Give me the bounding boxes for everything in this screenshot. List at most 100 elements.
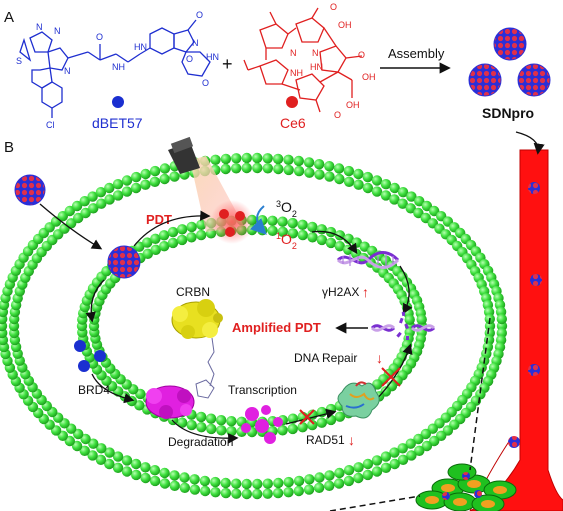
brd4-label: BRD4 bbox=[78, 383, 110, 397]
sdnpro-to-vessel-arrow bbox=[515, 131, 545, 155]
membrane-bead bbox=[283, 164, 294, 176]
membrane-bead bbox=[267, 225, 278, 236]
ce6-label: Ce6 bbox=[280, 115, 306, 131]
membrane-bead bbox=[130, 458, 142, 470]
membrane-bead bbox=[362, 458, 374, 470]
membrane-bead bbox=[177, 417, 188, 428]
to-damage-arrow bbox=[399, 265, 413, 315]
membrane-bead bbox=[414, 445, 425, 456]
membrane-bead bbox=[169, 470, 180, 481]
dbet57-atom-labels: N N S N O NH HN O N O O Cl HN bbox=[16, 10, 219, 130]
membrane-bead bbox=[231, 163, 242, 174]
membrane-bead bbox=[142, 237, 153, 248]
membrane-bead bbox=[149, 475, 161, 487]
ce6-particle-icon bbox=[235, 211, 245, 221]
membrane-bead bbox=[140, 462, 151, 473]
membrane-bead bbox=[104, 182, 115, 194]
membrane-bead bbox=[189, 474, 200, 485]
membrane-bead bbox=[112, 462, 124, 473]
svg-text:O: O bbox=[358, 50, 365, 60]
membrane-bead bbox=[362, 171, 373, 183]
nanoparticle-icon bbox=[517, 63, 551, 97]
membrane-bead bbox=[140, 472, 151, 484]
membrane-bead bbox=[297, 422, 308, 433]
membrane-bead bbox=[413, 207, 424, 219]
membrane-bead bbox=[353, 472, 364, 484]
singlet-oxygen-label: 1O2 bbox=[276, 231, 297, 251]
svg-text:O: O bbox=[330, 2, 337, 12]
membrane-bead bbox=[293, 155, 304, 167]
nanoparticle-icon bbox=[528, 182, 540, 194]
release-arrow bbox=[85, 279, 105, 323]
membrane-bead bbox=[104, 447, 115, 458]
membrane-bead bbox=[273, 163, 284, 175]
membrane-bead bbox=[186, 221, 197, 233]
membrane-bead bbox=[104, 194, 115, 205]
membrane-bead bbox=[196, 229, 207, 241]
dna-repair-label: DNA Repair bbox=[294, 351, 357, 365]
membrane-bead bbox=[179, 482, 190, 493]
membrane-bead bbox=[80, 207, 91, 219]
membrane-bead bbox=[287, 217, 298, 229]
svg-text:NH: NH bbox=[112, 62, 125, 72]
membrane-bead bbox=[314, 159, 325, 170]
membrane-bead bbox=[158, 230, 170, 241]
membrane-bead bbox=[88, 203, 99, 214]
membrane-bead bbox=[140, 179, 151, 190]
membrane-bead bbox=[121, 186, 133, 197]
gamma-h2ax-label: γH2AX bbox=[322, 285, 359, 299]
oxygen-conversion-arrow bbox=[249, 205, 267, 235]
membrane-bead bbox=[397, 198, 408, 209]
membrane-bead bbox=[112, 190, 124, 201]
gamma-h2ax-up-icon: ↑ bbox=[362, 284, 369, 300]
membrane-bead bbox=[389, 194, 400, 205]
membrane-bead bbox=[112, 179, 124, 190]
brd4-protein-icon bbox=[145, 385, 195, 419]
nanoparticle-icon bbox=[528, 364, 540, 376]
nanoparticle-icon bbox=[508, 436, 520, 448]
membrane-bead bbox=[389, 458, 400, 470]
membrane-bead bbox=[496, 313, 507, 325]
membrane-bead bbox=[420, 428, 431, 440]
svg-text:OH: OH bbox=[338, 20, 352, 30]
membrane-bead bbox=[121, 466, 133, 477]
membrane-bead bbox=[380, 451, 392, 462]
rad51-label: RAD51 bbox=[306, 433, 345, 447]
membrane-bead bbox=[226, 416, 237, 427]
membrane-bead bbox=[150, 244, 161, 255]
membrane-bead bbox=[196, 411, 207, 423]
membrane-bead bbox=[333, 163, 345, 174]
membrane-bead bbox=[176, 234, 188, 246]
membrane-bead bbox=[324, 171, 335, 182]
to-dna-arrow bbox=[311, 230, 358, 255]
membrane-bead bbox=[362, 182, 374, 194]
dbet57-bead-icon bbox=[112, 96, 124, 108]
membrane-bead bbox=[73, 212, 84, 224]
membrane-bead bbox=[405, 203, 416, 214]
svg-text:O: O bbox=[96, 32, 103, 42]
membrane-bead bbox=[130, 182, 142, 194]
membrane-bead bbox=[277, 425, 288, 436]
membrane-bead bbox=[297, 229, 308, 241]
membrane-bead bbox=[104, 458, 115, 470]
membrane-bead bbox=[272, 153, 284, 165]
membrane-bead bbox=[71, 200, 83, 212]
membrane-bead bbox=[196, 422, 207, 433]
membrane-bead bbox=[353, 168, 364, 180]
membrane-bead bbox=[334, 467, 345, 479]
membrane-bead bbox=[241, 152, 252, 164]
membrane-bead bbox=[79, 445, 90, 456]
membrane-bead bbox=[200, 485, 211, 497]
svg-text:O: O bbox=[186, 54, 193, 64]
membrane-bead bbox=[287, 228, 299, 239]
membrane-bead bbox=[159, 478, 171, 489]
membrane-bead bbox=[316, 224, 327, 235]
membrane-bead bbox=[272, 487, 284, 499]
broken-dna-icon bbox=[370, 311, 436, 340]
membrane-bead bbox=[262, 163, 273, 174]
membrane-bead bbox=[252, 488, 263, 500]
svg-text:N: N bbox=[64, 66, 71, 76]
ce6-atom-labels: N N NH HN O OH O OH OH O bbox=[290, 2, 376, 120]
membrane-bead bbox=[416, 314, 427, 325]
